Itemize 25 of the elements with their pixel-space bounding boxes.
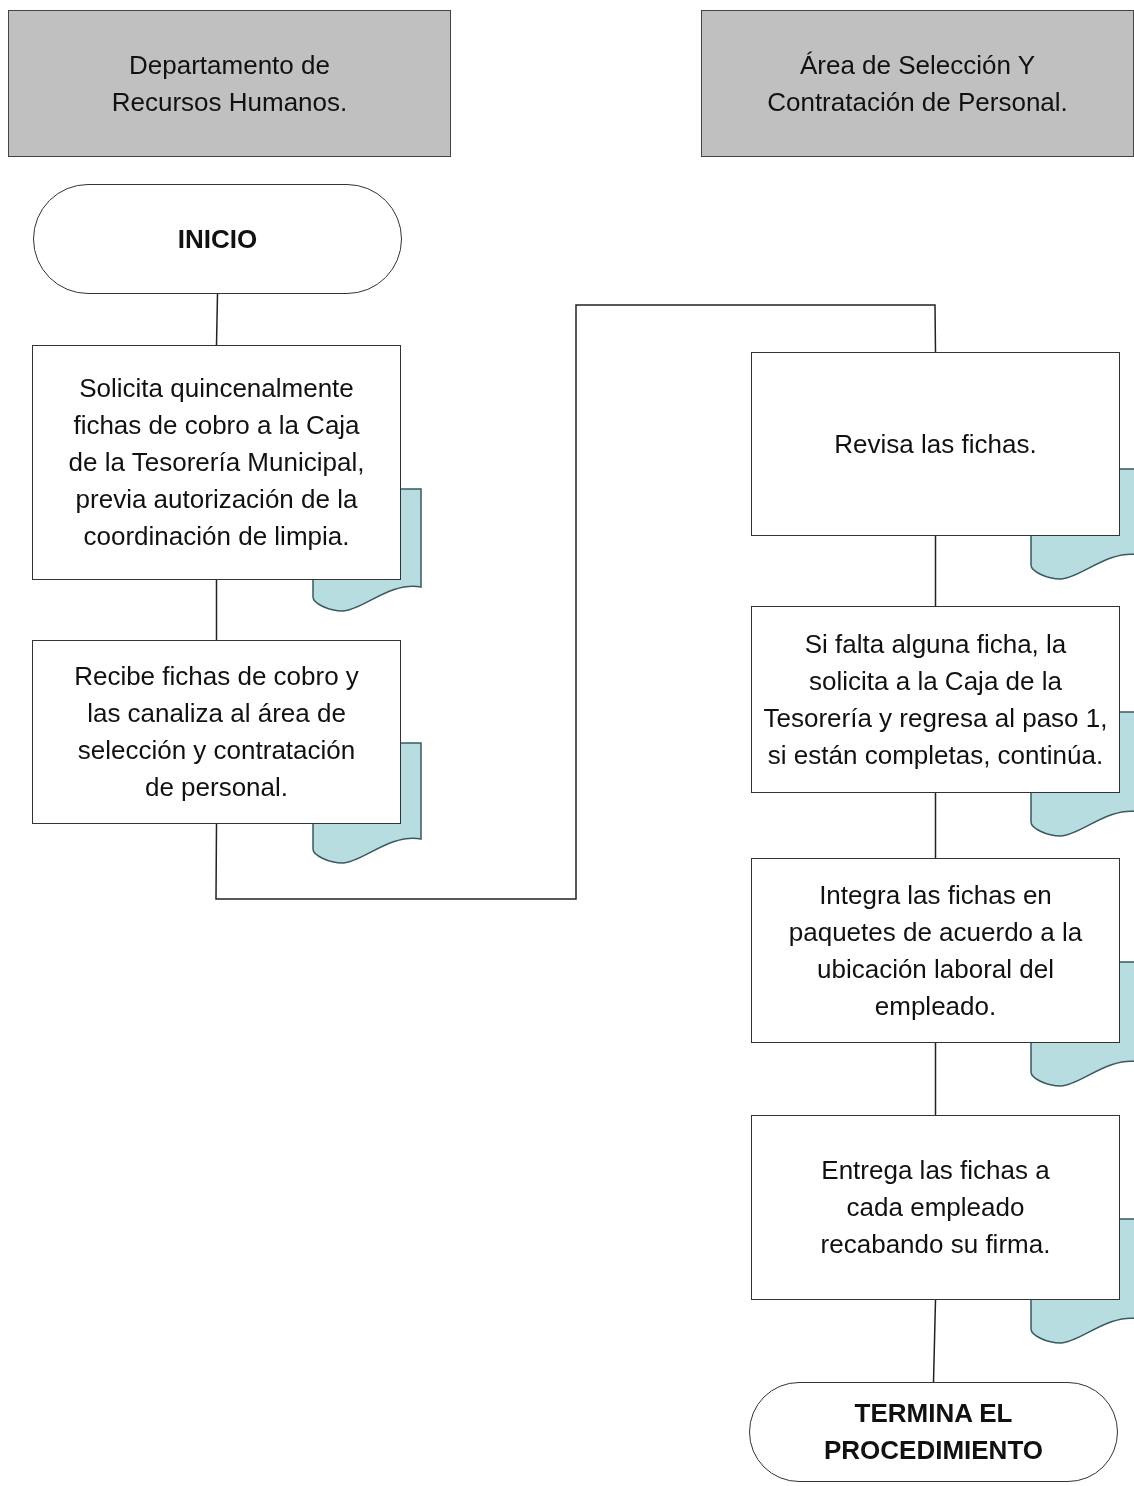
node-text: Área de Selección Y Contratación de Personal.	[766, 48, 1069, 119]
node-text: Revisa las fichas.	[834, 427, 1037, 461]
process-box	[751, 352, 1120, 536]
connector-line	[934, 535, 937, 607]
connector-line	[215, 304, 937, 900]
process-box	[751, 606, 1120, 793]
node-text: Entrega las fichas a cada empleado recabando su firma.	[819, 1154, 1052, 1261]
node-text: Integra las fichas en paquetes de acuerdo a la ubicación laboral del empleado.	[787, 878, 1084, 1023]
header-box	[8, 10, 451, 157]
connector-line	[934, 1042, 937, 1116]
process-box	[32, 640, 401, 824]
header-box	[701, 10, 1134, 157]
node-text: Recibe fichas de cobro y las canaliza al área de selección y contratación de personal.	[73, 660, 360, 804]
connector-line	[215, 579, 218, 641]
connector-line	[934, 792, 937, 859]
node-text: Si falta alguna ficha, la solicita a la Caja de la Tesorería y regresa al paso 1, si están completas, continúa.	[763, 627, 1108, 772]
node-text: Departamento de Recursos Humanos.	[110, 48, 349, 119]
node-text: INICIO	[177, 222, 258, 256]
connector-line	[215, 293, 219, 346]
process-box	[751, 1115, 1120, 1300]
node-text: Solicita quincenalmente fichas de cobro a la Caja de la Tesorería Municipal, previa autorización de la coordinación de limpia.	[67, 372, 366, 553]
connector-line	[932, 1299, 937, 1383]
process-box	[751, 858, 1120, 1043]
node-text: TERMINA EL PROCEDIMIENTO	[822, 1397, 1045, 1467]
process-box	[32, 345, 401, 580]
